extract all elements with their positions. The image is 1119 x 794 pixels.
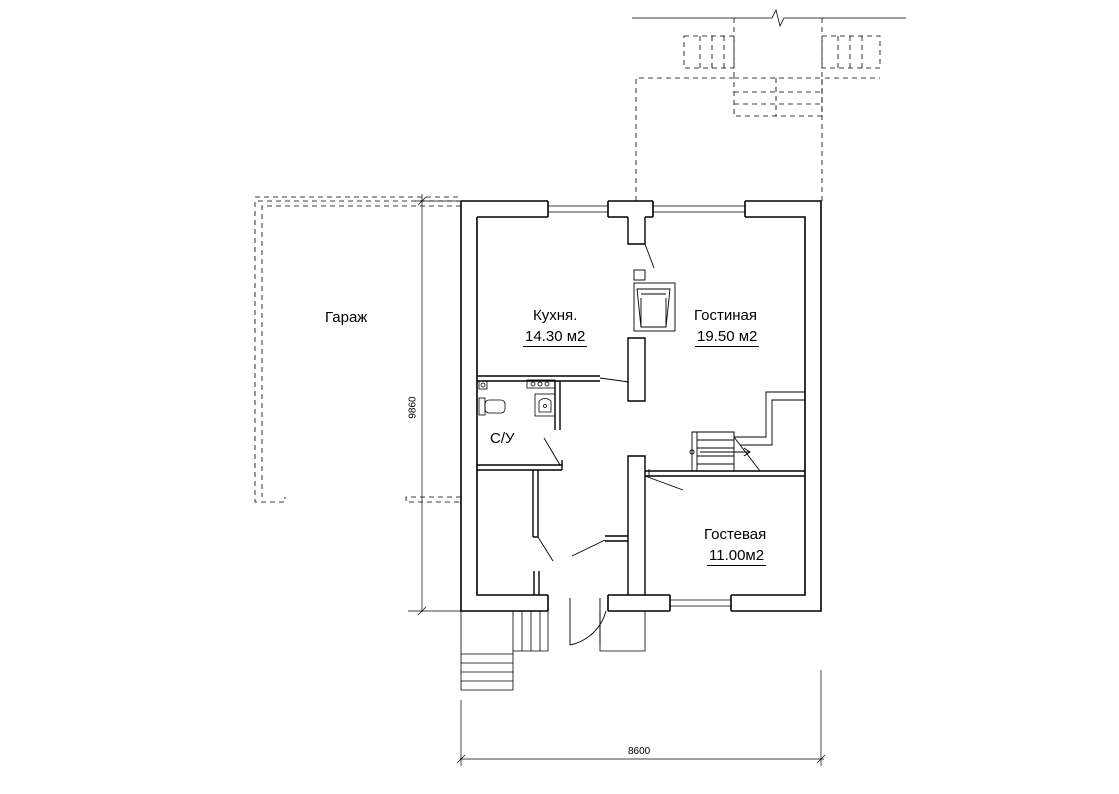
fireplace (633, 269, 676, 332)
living-area: 19.50 м2 (695, 328, 760, 347)
width-dimension-label: 8600 (628, 746, 651, 757)
kitchen-area: 14.30 м2 (523, 328, 588, 347)
terrace-outline (635, 18, 881, 201)
dimension-lines (408, 194, 826, 766)
windows (548, 205, 745, 607)
garage-name: Гараж (325, 309, 368, 326)
bathroom-name: С/У (490, 430, 515, 447)
terrace-top-line (632, 8, 906, 28)
bathroom-fixtures (478, 379, 556, 417)
garage-outline (254, 196, 461, 503)
height-dimension-label: 9860 (407, 396, 419, 419)
guest-area: 11.00м2 (707, 547, 767, 566)
guest-name: Гостевая (704, 526, 767, 543)
entrance-steps (460, 611, 646, 691)
interior-walls (477, 217, 805, 596)
kitchen-name: Кухня. (533, 307, 578, 324)
staircase (689, 391, 805, 472)
living-name: Гостиная (694, 307, 757, 324)
door-swings (537, 243, 684, 646)
exterior-walls (460, 200, 822, 612)
